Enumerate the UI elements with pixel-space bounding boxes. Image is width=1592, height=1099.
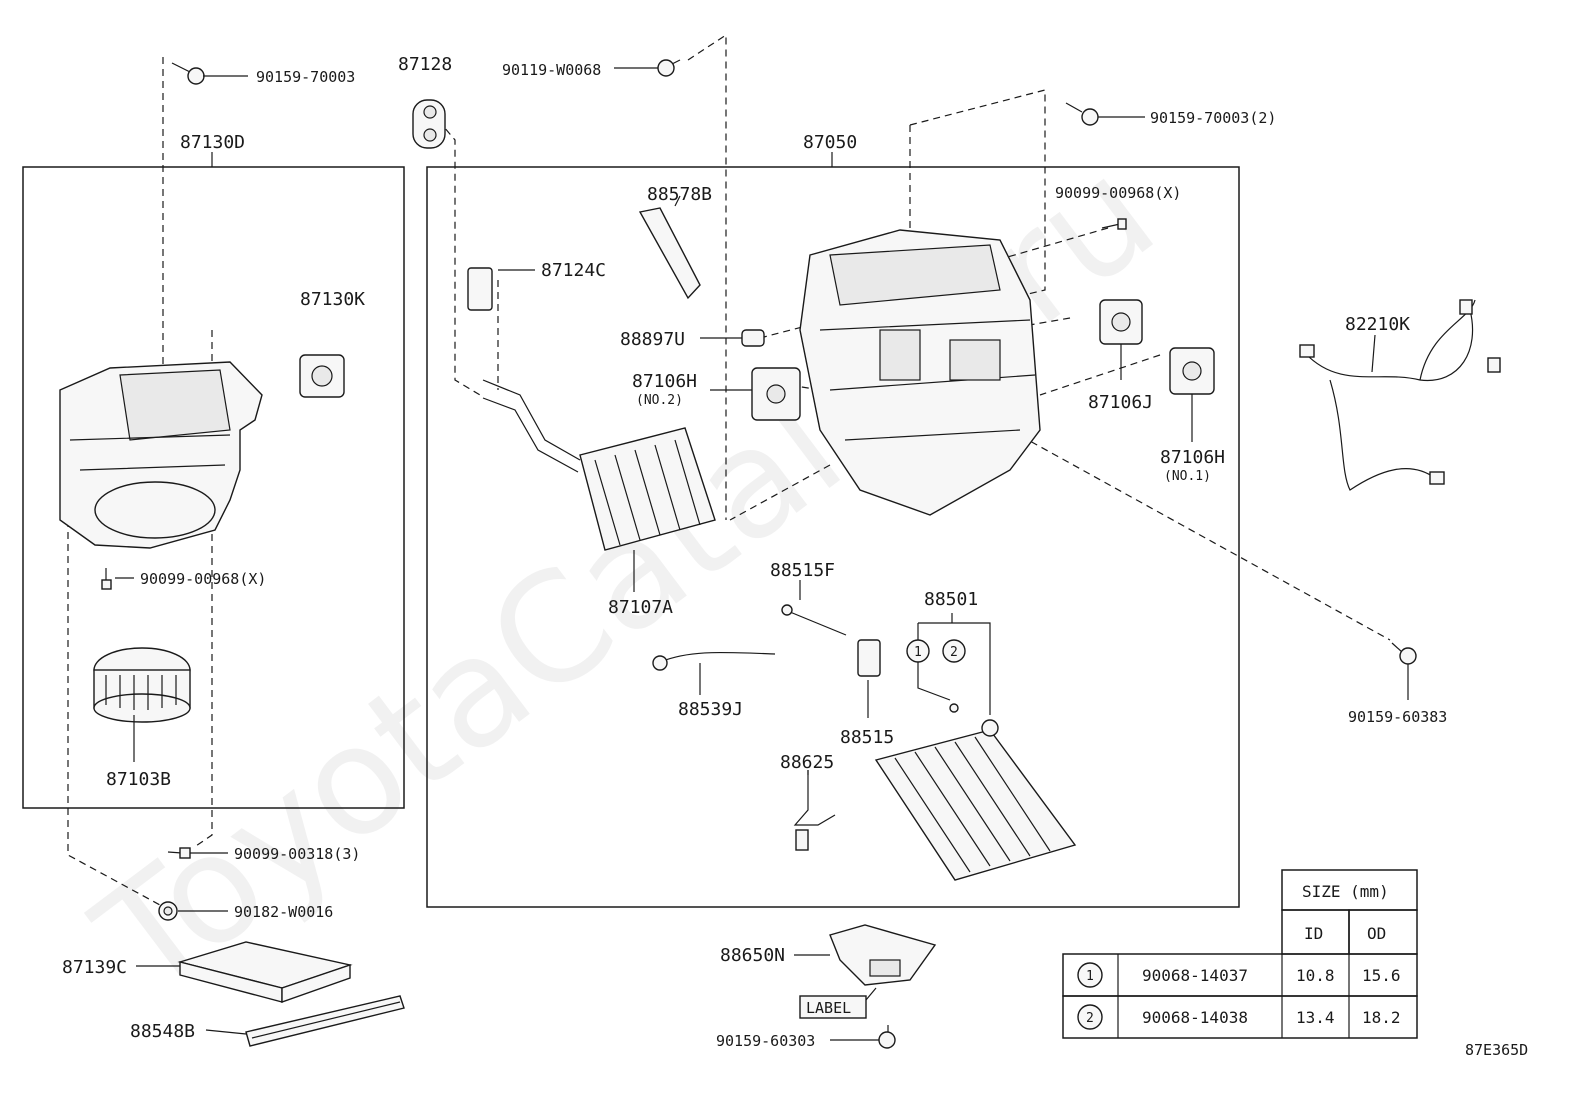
part-label-90182-w0016: 90182-W0016 — [234, 903, 333, 921]
o-ring-2-number: 2 — [950, 645, 958, 660]
part-label-90159-70003-2: 90159-70003(2) — [1150, 109, 1276, 127]
part-label-88515f: 88515F — [770, 560, 835, 581]
screw-90099-00968x-top — [1101, 218, 1127, 230]
part-label-87130k: 87130K — [300, 289, 365, 310]
bolt-88515f — [781, 604, 847, 636]
blower-motor-87103b — [93, 647, 191, 723]
part-label-87106j: 87106J — [1088, 392, 1153, 413]
o-ring-1-marker: 1 — [906, 639, 930, 663]
screw-90159-60303 — [878, 1025, 896, 1049]
part-label-87106h-no2-sub: (NO.2) — [636, 393, 683, 408]
part-label-90099-00318-3: 90099-00318(3) — [234, 845, 360, 863]
screw-90159-70003-2 — [1065, 102, 1099, 126]
group-label-heater-unit: 87050 — [803, 132, 857, 153]
size-table: SIZE (mm) ID OD 1 90068-14037 10.8 15.6 … — [1062, 869, 1418, 1039]
amplifier-88650n — [829, 924, 937, 986]
o-ring-callout — [917, 622, 991, 715]
size-table-row-2-od: 18.2 — [1362, 1008, 1401, 1027]
sensor-88897u — [741, 329, 765, 347]
evaporator-88501 — [874, 719, 1077, 881]
wire-harness-82210k — [1299, 299, 1501, 491]
filter-cover-88548b — [245, 995, 405, 1047]
part-label-88897u: 88897U — [620, 329, 685, 350]
label-tag-text: LABEL — [806, 999, 851, 1017]
part-label-90159-60383: 90159-60383 — [1348, 708, 1447, 726]
part-label-88578b: 88578B — [647, 184, 712, 205]
diagram-code: 87E365D — [1465, 1041, 1528, 1059]
size-table-row-1-id: 10.8 — [1296, 966, 1335, 985]
o-ring-2-marker: 2 — [942, 639, 966, 663]
size-table-col-od: OD — [1367, 924, 1386, 943]
part-label-88539j: 88539J — [678, 699, 743, 720]
pipe-clamp-87124c — [467, 267, 493, 311]
part-label-87128: 87128 — [398, 54, 452, 75]
part-label-87106h-no1: 87106H — [1160, 447, 1225, 468]
thermistor-88625 — [793, 770, 836, 851]
heater-unit-87050 — [799, 229, 1041, 516]
part-label-90099-00968x-top: 90099-00968(X) — [1055, 184, 1181, 202]
part-label-90099-00968x-left: 90099-00968(X) — [140, 570, 266, 588]
size-table-col-id: ID — [1304, 924, 1323, 943]
o-ring-1-number: 1 — [914, 645, 922, 660]
servo-87106h-no2 — [751, 367, 801, 421]
part-label-90159-60303: 90159-60303 — [716, 1032, 815, 1050]
part-label-82210k: 82210K — [1345, 314, 1410, 335]
part-label-87124c: 87124C — [541, 260, 606, 281]
expansion-valve-88515 — [857, 639, 881, 677]
screw-90099-00968x-left — [101, 568, 112, 590]
size-table-row-2-part: 90068-14038 — [1142, 1008, 1248, 1027]
heater-core-87107a — [482, 379, 716, 551]
grommet-87128 — [412, 99, 446, 149]
part-label-88548b: 88548B — [130, 1021, 195, 1042]
nut-90182-w0016 — [158, 901, 178, 921]
screw-90159-60383 — [1391, 642, 1417, 665]
part-label-88501: 88501 — [924, 589, 978, 610]
part-label-87106h-no1-sub: (NO.1) — [1164, 469, 1211, 484]
part-label-88515: 88515 — [840, 727, 894, 748]
part-label-87106h-no2: 87106H — [632, 371, 697, 392]
part-label-90159-70003: 90159-70003 — [256, 68, 355, 86]
part-label-87139c: 87139C — [62, 957, 127, 978]
label-tag-box — [799, 987, 877, 1019]
size-table-row-1-part: 90068-14037 — [1142, 966, 1248, 985]
size-table-row-2-id: 13.4 — [1296, 1008, 1335, 1027]
blower-group-box — [22, 166, 405, 809]
filter-87139c — [177, 941, 353, 1003]
hose-88539j — [652, 651, 776, 671]
size-table-row-1-od: 15.6 — [1362, 966, 1401, 985]
size-table-header: SIZE (mm) — [1302, 882, 1389, 901]
screw-90159-70003-top-left — [171, 62, 205, 85]
size-table-row-2 — [1062, 995, 1418, 1039]
part-label-87107a: 87107A — [608, 597, 673, 618]
heater-unit-group-box — [426, 166, 1240, 908]
servo-87130k — [299, 354, 345, 398]
servo-87106j — [1099, 299, 1143, 345]
blower-case-assembly — [59, 361, 263, 549]
servo-87106h-no1 — [1169, 347, 1215, 395]
seal-88578b — [638, 207, 701, 300]
size-table-row-1-mark: 1 — [1086, 969, 1094, 984]
part-label-88650n: 88650N — [720, 945, 785, 966]
size-table-row-2-mark: 2 — [1086, 1011, 1094, 1026]
part-label-88625: 88625 — [780, 752, 834, 773]
group-label-blower: 87130D — [180, 132, 245, 153]
part-label-87103b: 87103B — [106, 769, 171, 790]
screw-90119-w0068 — [657, 59, 681, 77]
part-label-90119-w0068: 90119-W0068 — [502, 61, 601, 79]
